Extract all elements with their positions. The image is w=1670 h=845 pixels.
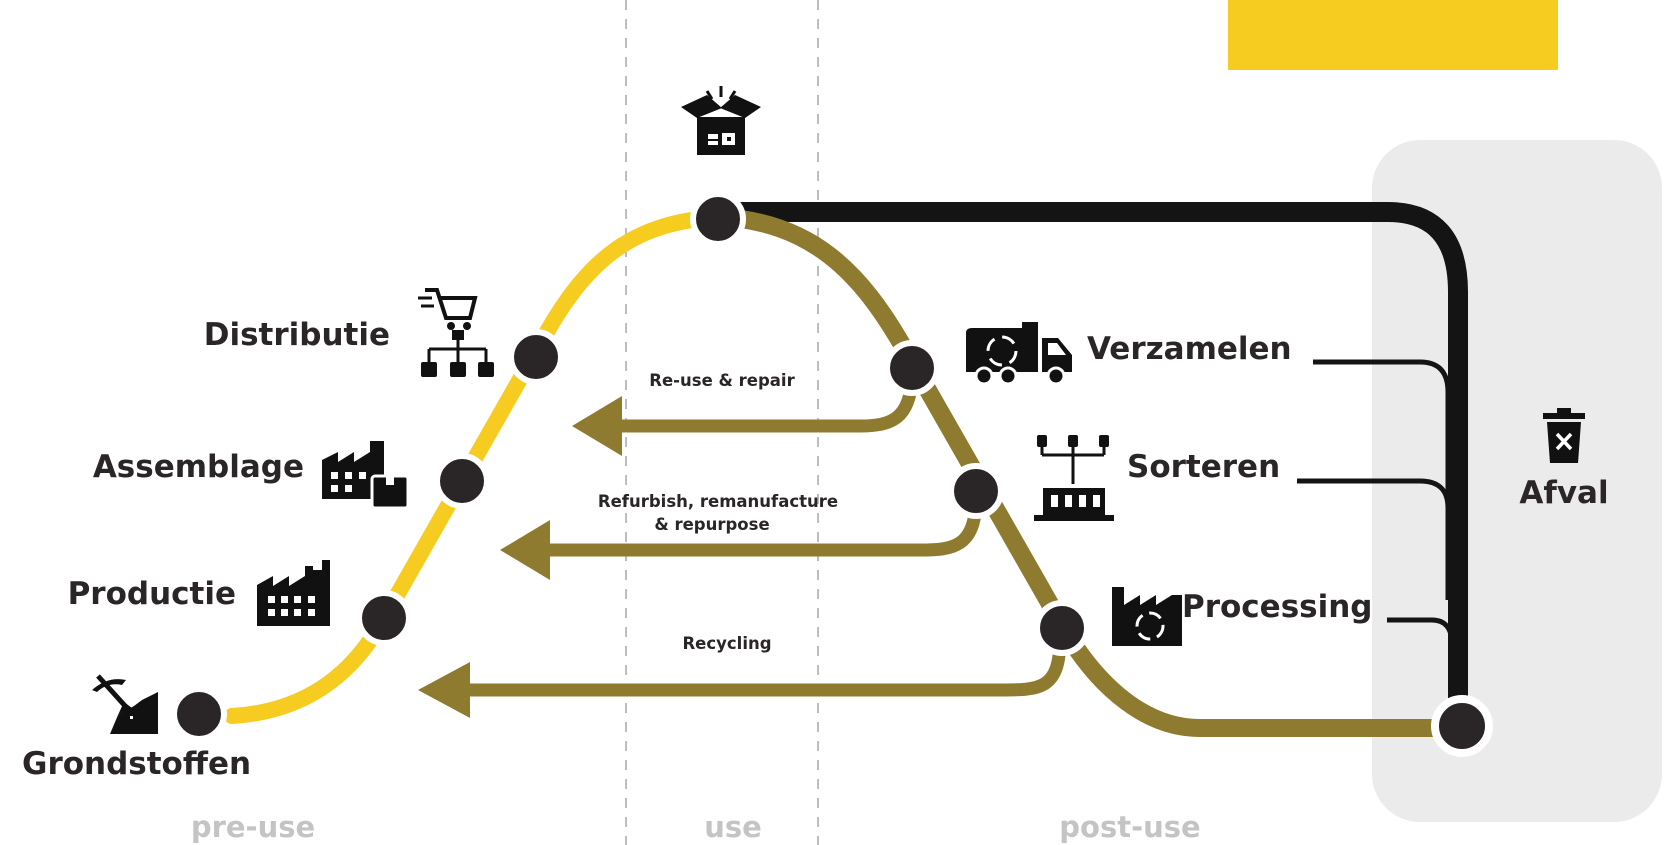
recycling-factory-icon	[1112, 587, 1182, 646]
recycling-truck-icon	[966, 322, 1072, 386]
node-processing	[1034, 600, 1090, 656]
node-sorteren	[948, 463, 1004, 519]
label-afval: Afval	[1519, 475, 1608, 511]
label-sorteren: Sorteren	[1127, 449, 1280, 485]
label-verzamelen: Verzamelen	[1087, 331, 1292, 367]
label-grondstoffen: Grondstoffen	[22, 746, 251, 782]
loop-arrowheads	[418, 396, 622, 718]
label-processing: Processing	[1182, 589, 1373, 625]
phase-use: use	[704, 810, 762, 844]
node-grondstoffen	[171, 686, 227, 742]
phase-pre-use: pre-use	[191, 810, 315, 844]
node-afval	[1431, 695, 1493, 757]
label-refurbish-line2: & repurpose	[654, 515, 769, 534]
node-assemblage	[434, 453, 490, 509]
waste-panel	[1372, 140, 1662, 822]
accent-bar	[1228, 0, 1558, 70]
post-use-path	[719, 208, 1458, 737]
node-productie	[356, 590, 412, 646]
label-distributie: Distributie	[204, 317, 390, 353]
label-productie: Productie	[68, 576, 236, 612]
stage-nodes	[171, 191, 1493, 757]
waste-path	[740, 202, 1468, 724]
node-verzamelen	[884, 340, 940, 396]
phase-post-use: post-use	[1059, 810, 1200, 844]
cart-distribution-icon	[418, 288, 494, 377]
label-refurbish-line1: Refurbish, remanufacture	[598, 492, 838, 511]
label-recycling: Recycling	[682, 634, 771, 653]
pre-use-path	[224, 209, 728, 724]
mining-pickaxe-icon	[92, 674, 158, 734]
node-use	[690, 191, 746, 247]
open-box-icon	[681, 86, 761, 155]
node-distributie	[508, 329, 564, 385]
factory-icon	[257, 560, 330, 626]
label-reuse-repair: Re-use & repair	[649, 371, 795, 390]
factory-box-icon	[322, 441, 410, 510]
sorting-icon	[1034, 435, 1114, 521]
trash-bin-icon	[1543, 408, 1585, 463]
label-assemblage: Assemblage	[93, 449, 304, 485]
